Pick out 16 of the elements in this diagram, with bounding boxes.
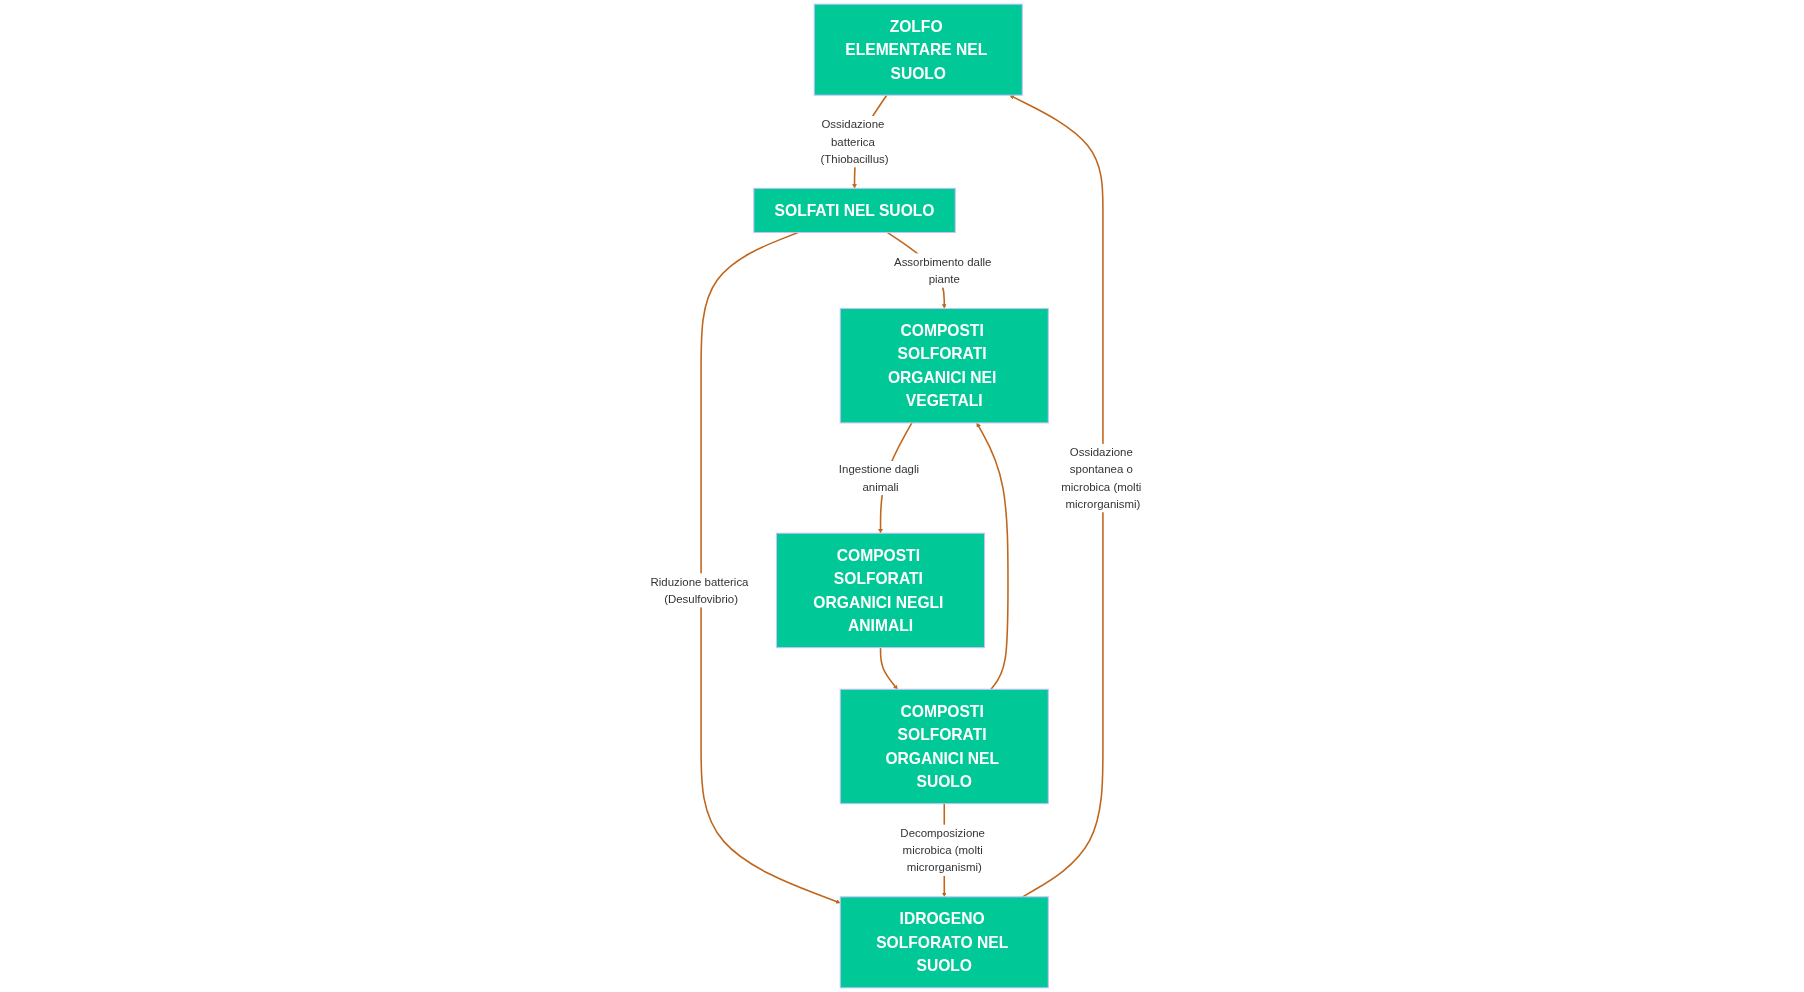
node-box: SOLFATI NEL SUOLO bbox=[753, 187, 956, 234]
node-box: COMPOSTI SOLFORATI ORGANICI NEGLI ANIMALI bbox=[776, 532, 986, 649]
edge-label: Decomposizione microbica (molti microrganismi) bbox=[900, 826, 985, 874]
arrow bbox=[976, 422, 1009, 691]
node-box: IDROGENO SOLFORATO NEL SUOLO bbox=[839, 896, 1049, 989]
node-box: COMPOSTI SOLFORATI ORGANICI NEL SUOLO bbox=[839, 688, 1049, 805]
edge-label: Ossidazione spontanea o microbica (molti microrganismi) bbox=[1061, 445, 1142, 511]
edge-label: Assorbimento dalle piante bbox=[894, 255, 992, 286]
node-box: ZOLFO ELEMENTARE NEL SUOLO bbox=[813, 3, 1023, 96]
arrow bbox=[879, 646, 898, 690]
edge-label: Ossidazione batterica (Thiobacillus) bbox=[820, 118, 889, 166]
edge-label: Riduzione batterica (Desulfovibrio) bbox=[650, 575, 749, 606]
edge-label: Ingestione dagli animali bbox=[838, 462, 920, 494]
arrow bbox=[700, 231, 841, 904]
arrow bbox=[1009, 95, 1104, 898]
node-box: COMPOSTI SOLFORATI ORGANICI NEI VEGETALI bbox=[839, 307, 1049, 424]
